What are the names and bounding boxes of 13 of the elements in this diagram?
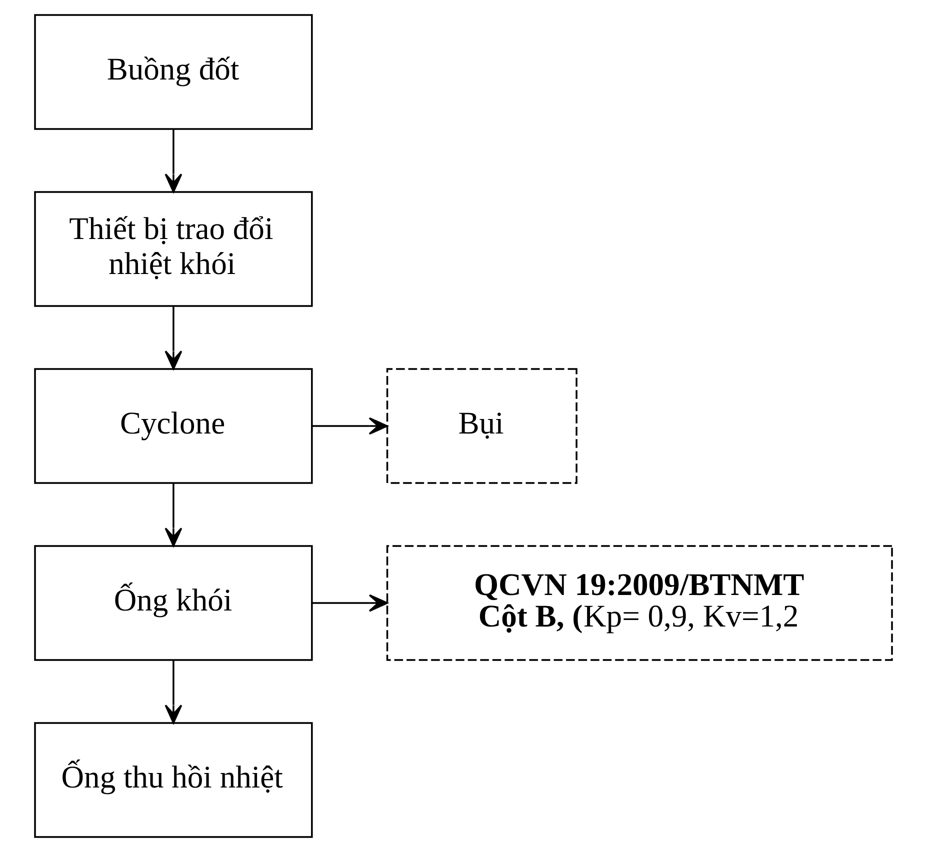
arrow [312,417,388,435]
arrow [164,660,182,724]
arrow [164,306,182,370]
node-box: Buồng đốt [34,14,313,130]
node-box: Ống thu hồi nhiệt [34,722,313,838]
node-box: Bụi [386,368,578,484]
node-box: Thiết bị trao đổi nhiệt khói [34,191,313,307]
arrow [312,594,388,612]
arrow [164,129,182,193]
node-box: Ống khói [34,545,313,661]
node-box: Cyclone [34,368,313,484]
arrow [164,483,182,547]
node-box: QCVN 19:2009/BTNMT Cột B, (Kp= 0,9, Kv=1,2 [386,545,893,661]
